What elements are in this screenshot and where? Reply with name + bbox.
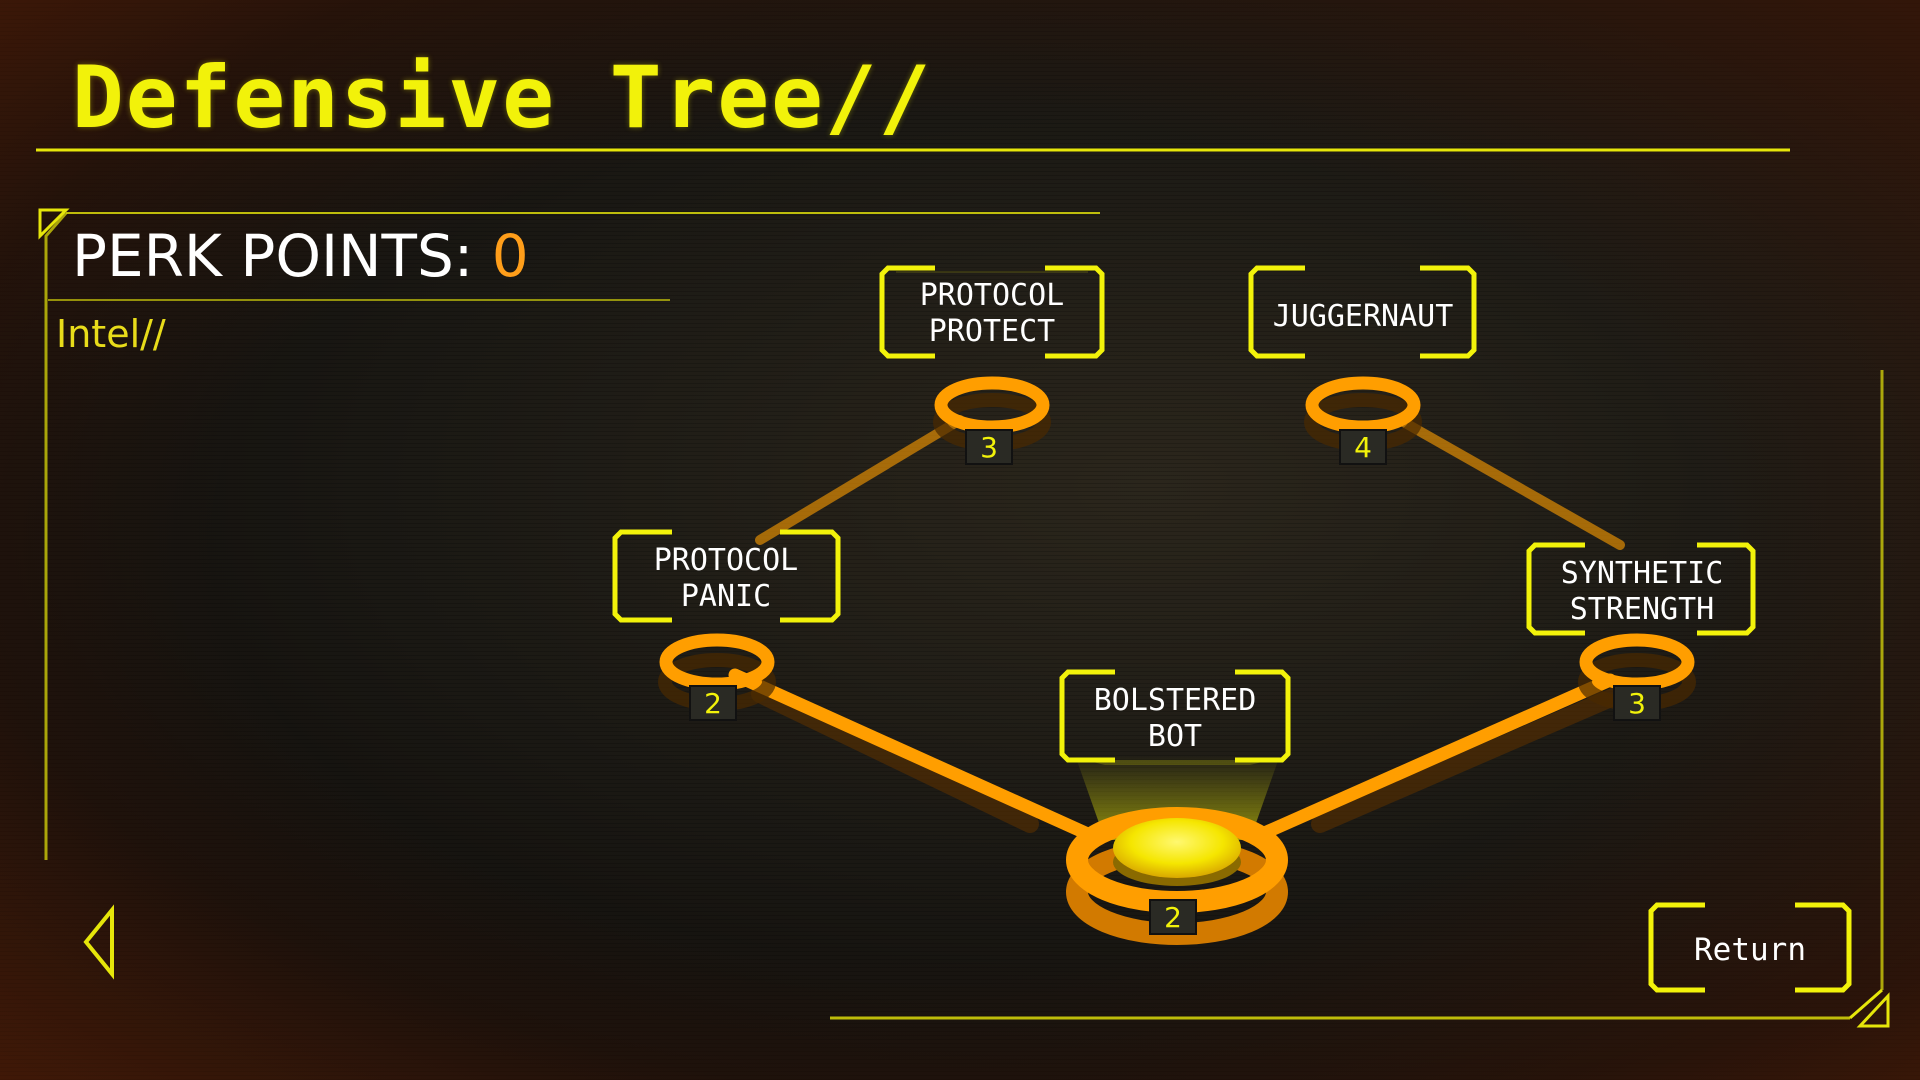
node-title-line1: BOLSTERED [1094, 683, 1257, 718]
corner-triangle-bottom-right [1856, 992, 1890, 1028]
ring-node-protocol-protect[interactable]: 3 [933, 376, 1051, 465]
node-title-line1: PROTOCOL [920, 278, 1065, 313]
node-title-line2: PANIC [681, 579, 771, 614]
left-frame-line [44, 212, 68, 860]
return-label: Return [1694, 932, 1806, 968]
cost-value: 2 [704, 687, 722, 720]
corner-triangle-top-left [38, 208, 70, 240]
ring-node-juggernaut[interactable]: 4 [1304, 376, 1422, 465]
connector-bot-synthetic [1253, 673, 1617, 842]
perk-points-display: PERK POINTS: 0 [72, 222, 529, 290]
core-node-bolstered-bot[interactable]: 2 [1066, 755, 1288, 945]
cost-badge [1339, 429, 1387, 465]
ring-icon [1579, 633, 1695, 691]
ring-icon [659, 633, 775, 691]
cost-value: 4 [1354, 431, 1372, 464]
cost-value: 3 [1628, 687, 1646, 720]
intel-label: Intel// [56, 312, 166, 356]
connector-panic-protect [755, 415, 965, 545]
cost-value: 3 [980, 431, 998, 464]
node-title-line2: PROTECT [929, 314, 1055, 349]
tree-connectors [728, 415, 1629, 842]
ring-node-synthetic-strength[interactable]: 3 [1578, 633, 1696, 721]
frame-decor [36, 148, 1890, 1028]
return-button[interactable]: Return [1648, 902, 1852, 993]
label-box-juggernaut[interactable]: JUGGERNAUT [1248, 265, 1477, 359]
ring-icon [1305, 376, 1421, 434]
node-title-line2: STRENGTH [1570, 592, 1715, 627]
cost-badge [1149, 899, 1197, 935]
ring-node-protocol-panic[interactable]: 2 [658, 633, 776, 721]
connector-juggernaut-synthetic [1395, 415, 1625, 550]
node-title-line1: PROTOCOL [654, 543, 799, 578]
perk-points-label: PERK POINTS: [72, 222, 492, 290]
cost-badge [1613, 685, 1661, 721]
page-title: Defensive Tree// [72, 48, 933, 148]
cost-value: 2 [1164, 901, 1182, 934]
label-box-bolstered-bot[interactable]: BOLSTERED BOT [1059, 669, 1291, 763]
core-glow-icon [1113, 818, 1241, 878]
cost-badge [965, 429, 1013, 465]
label-box-synthetic-strength[interactable]: SYNTHETIC STRENGTH [1526, 542, 1756, 636]
cost-badge [689, 685, 737, 721]
node-title-line1: SYNTHETIC [1561, 556, 1724, 591]
back-button[interactable] [83, 904, 114, 980]
back-arrow-icon [83, 904, 114, 980]
bottom-right-bevel [1849, 988, 1883, 1020]
node-title-line1: JUGGERNAUT [1273, 299, 1454, 334]
perk-points-value: 0 [491, 222, 529, 290]
label-box-protocol-panic[interactable]: PROTOCOL PANIC [612, 529, 841, 623]
node-title-line2: BOT [1148, 719, 1202, 754]
connector-panic-bot [728, 668, 1097, 842]
ring-icon [934, 376, 1050, 434]
label-box-protocol-protect[interactable]: PROTOCOL PROTECT [879, 265, 1105, 359]
